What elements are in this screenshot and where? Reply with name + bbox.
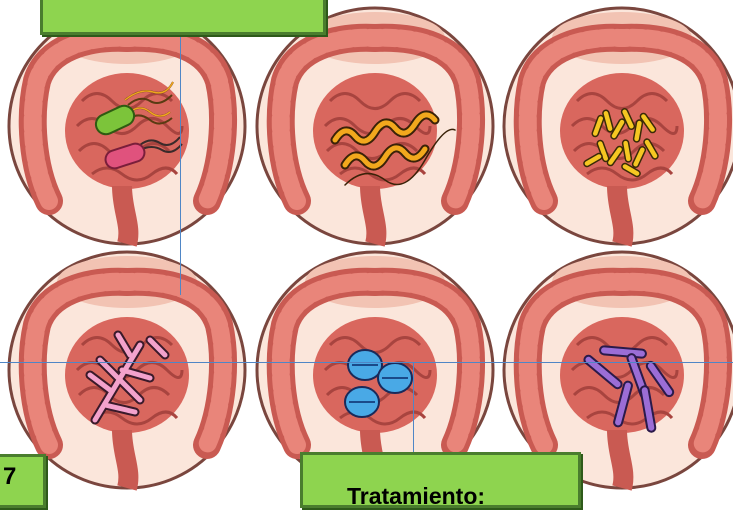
intestine-grid — [0, 0, 733, 496]
treatment-label: Tratamiento: — [347, 483, 485, 510]
vertical-guide-line-2 — [413, 362, 414, 454]
vertical-guide-line — [180, 35, 181, 295]
horizontal-guide-line — [0, 362, 733, 363]
treatment-box: Tratamiento: — [300, 452, 581, 508]
bottom-left-box-text: 7 — [3, 463, 16, 491]
bottom-left-box: 7 — [0, 454, 46, 508]
top-label-box — [40, 0, 326, 35]
